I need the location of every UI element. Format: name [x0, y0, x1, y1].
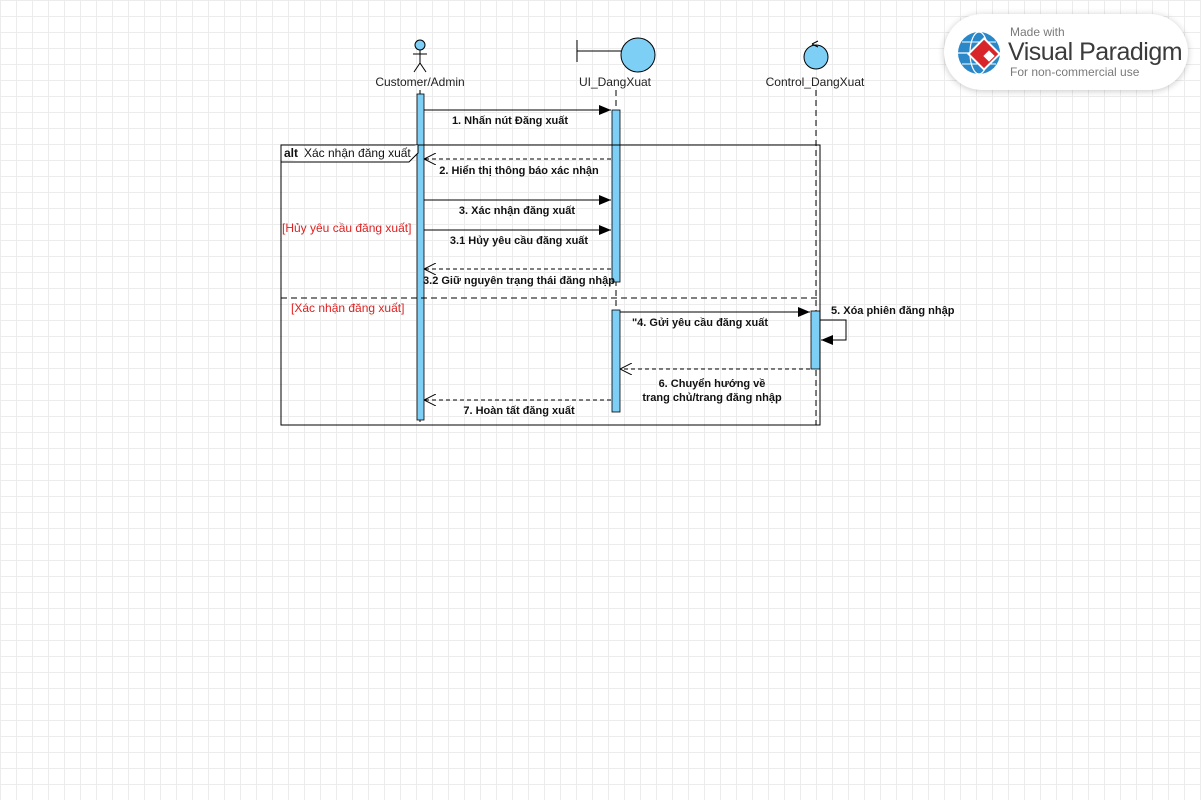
control-label: Control_DangXuat	[766, 75, 865, 89]
visual-paradigm-logo-icon	[958, 31, 1002, 75]
boundary-activation-1	[611, 109, 621, 283]
alt-fragment[interactable]	[280, 144, 821, 426]
actor-figure[interactable]	[413, 39, 427, 73]
message-3-label: 3. Xác nhận đăng xuất	[459, 205, 575, 217]
boundary-label: UI_DangXuat	[579, 75, 652, 89]
guard-cancel: [Hủy yêu cầu đăng xuất]	[282, 221, 411, 235]
message-arrow-5-self	[820, 319, 847, 345]
message-4-label: "4. Gửi yêu cầu đăng xuất	[632, 317, 768, 329]
fragment-name: Xác nhận đăng xuất	[304, 146, 411, 160]
visual-paradigm-badge: Made with Visual Paradigm For non-commer…	[944, 14, 1188, 90]
boundary-activation-2	[611, 309, 621, 413]
message-3-1-label: 3.1 Hủy yêu cầu đăng xuất	[450, 235, 588, 247]
badge-made-with: Made with	[1010, 25, 1065, 39]
actor-activation	[416, 93, 425, 421]
message-1-label: 1. Nhấn nút Đăng xuất	[452, 115, 568, 127]
guard-confirm: [Xác nhận đăng xuất]	[291, 301, 404, 315]
boundary-icon[interactable]	[576, 37, 656, 73]
message-3-2-label: 3.2 Giữ nguyên trạng thái đăng nhập	[423, 275, 615, 287]
message-2-label: 2. Hiển thị thông báo xác nhận	[439, 165, 599, 177]
message-6-label-line2: trang chủ/trang đăng nhập	[642, 392, 782, 404]
fragment-operator: alt	[284, 146, 298, 160]
control-icon[interactable]	[803, 40, 829, 70]
message-6-label-line1: 6. Chuyển hướng về	[659, 378, 766, 390]
badge-note: For non-commercial use	[1010, 65, 1140, 79]
message-5-label: 5. Xóa phiên đăng nhập	[831, 305, 955, 317]
actor-label: Customer/Admin	[375, 75, 464, 89]
message-7-label: 7. Hoàn tất đăng xuất	[463, 405, 575, 417]
badge-brand: Visual Paradigm	[1008, 38, 1183, 66]
control-activation	[810, 310, 821, 370]
